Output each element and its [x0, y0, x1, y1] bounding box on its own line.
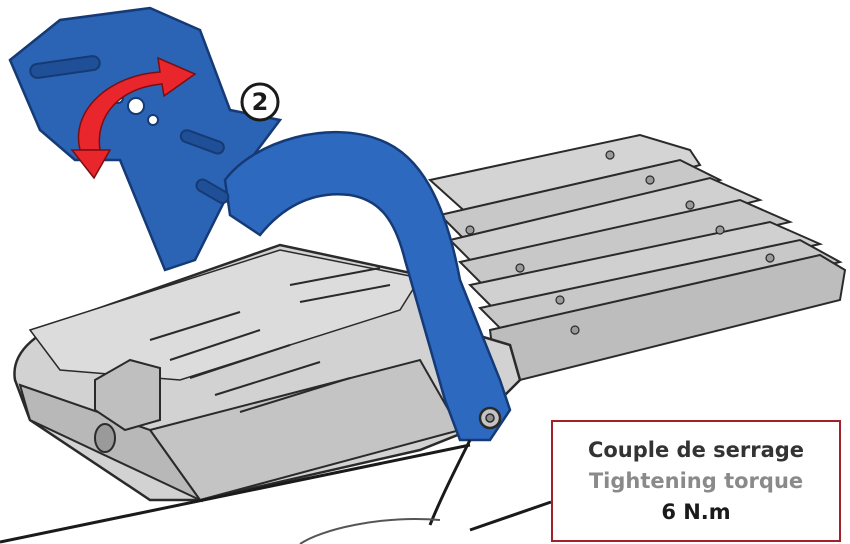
callout-lines — [0, 439, 552, 544]
torque-label-fr: Couple de serrage — [587, 437, 805, 462]
step-circle — [240, 82, 280, 122]
torque-value: 6 N.m — [661, 499, 731, 524]
heat-sink — [427, 133, 847, 382]
torque-callout: Couple de serrage Tightening torque 6 N.… — [551, 420, 841, 542]
rotation-arrow — [70, 56, 197, 180]
torque-label-en: Tightening torque — [588, 468, 804, 493]
housing — [13, 243, 522, 503]
mounting-bracket — [8, 6, 512, 442]
